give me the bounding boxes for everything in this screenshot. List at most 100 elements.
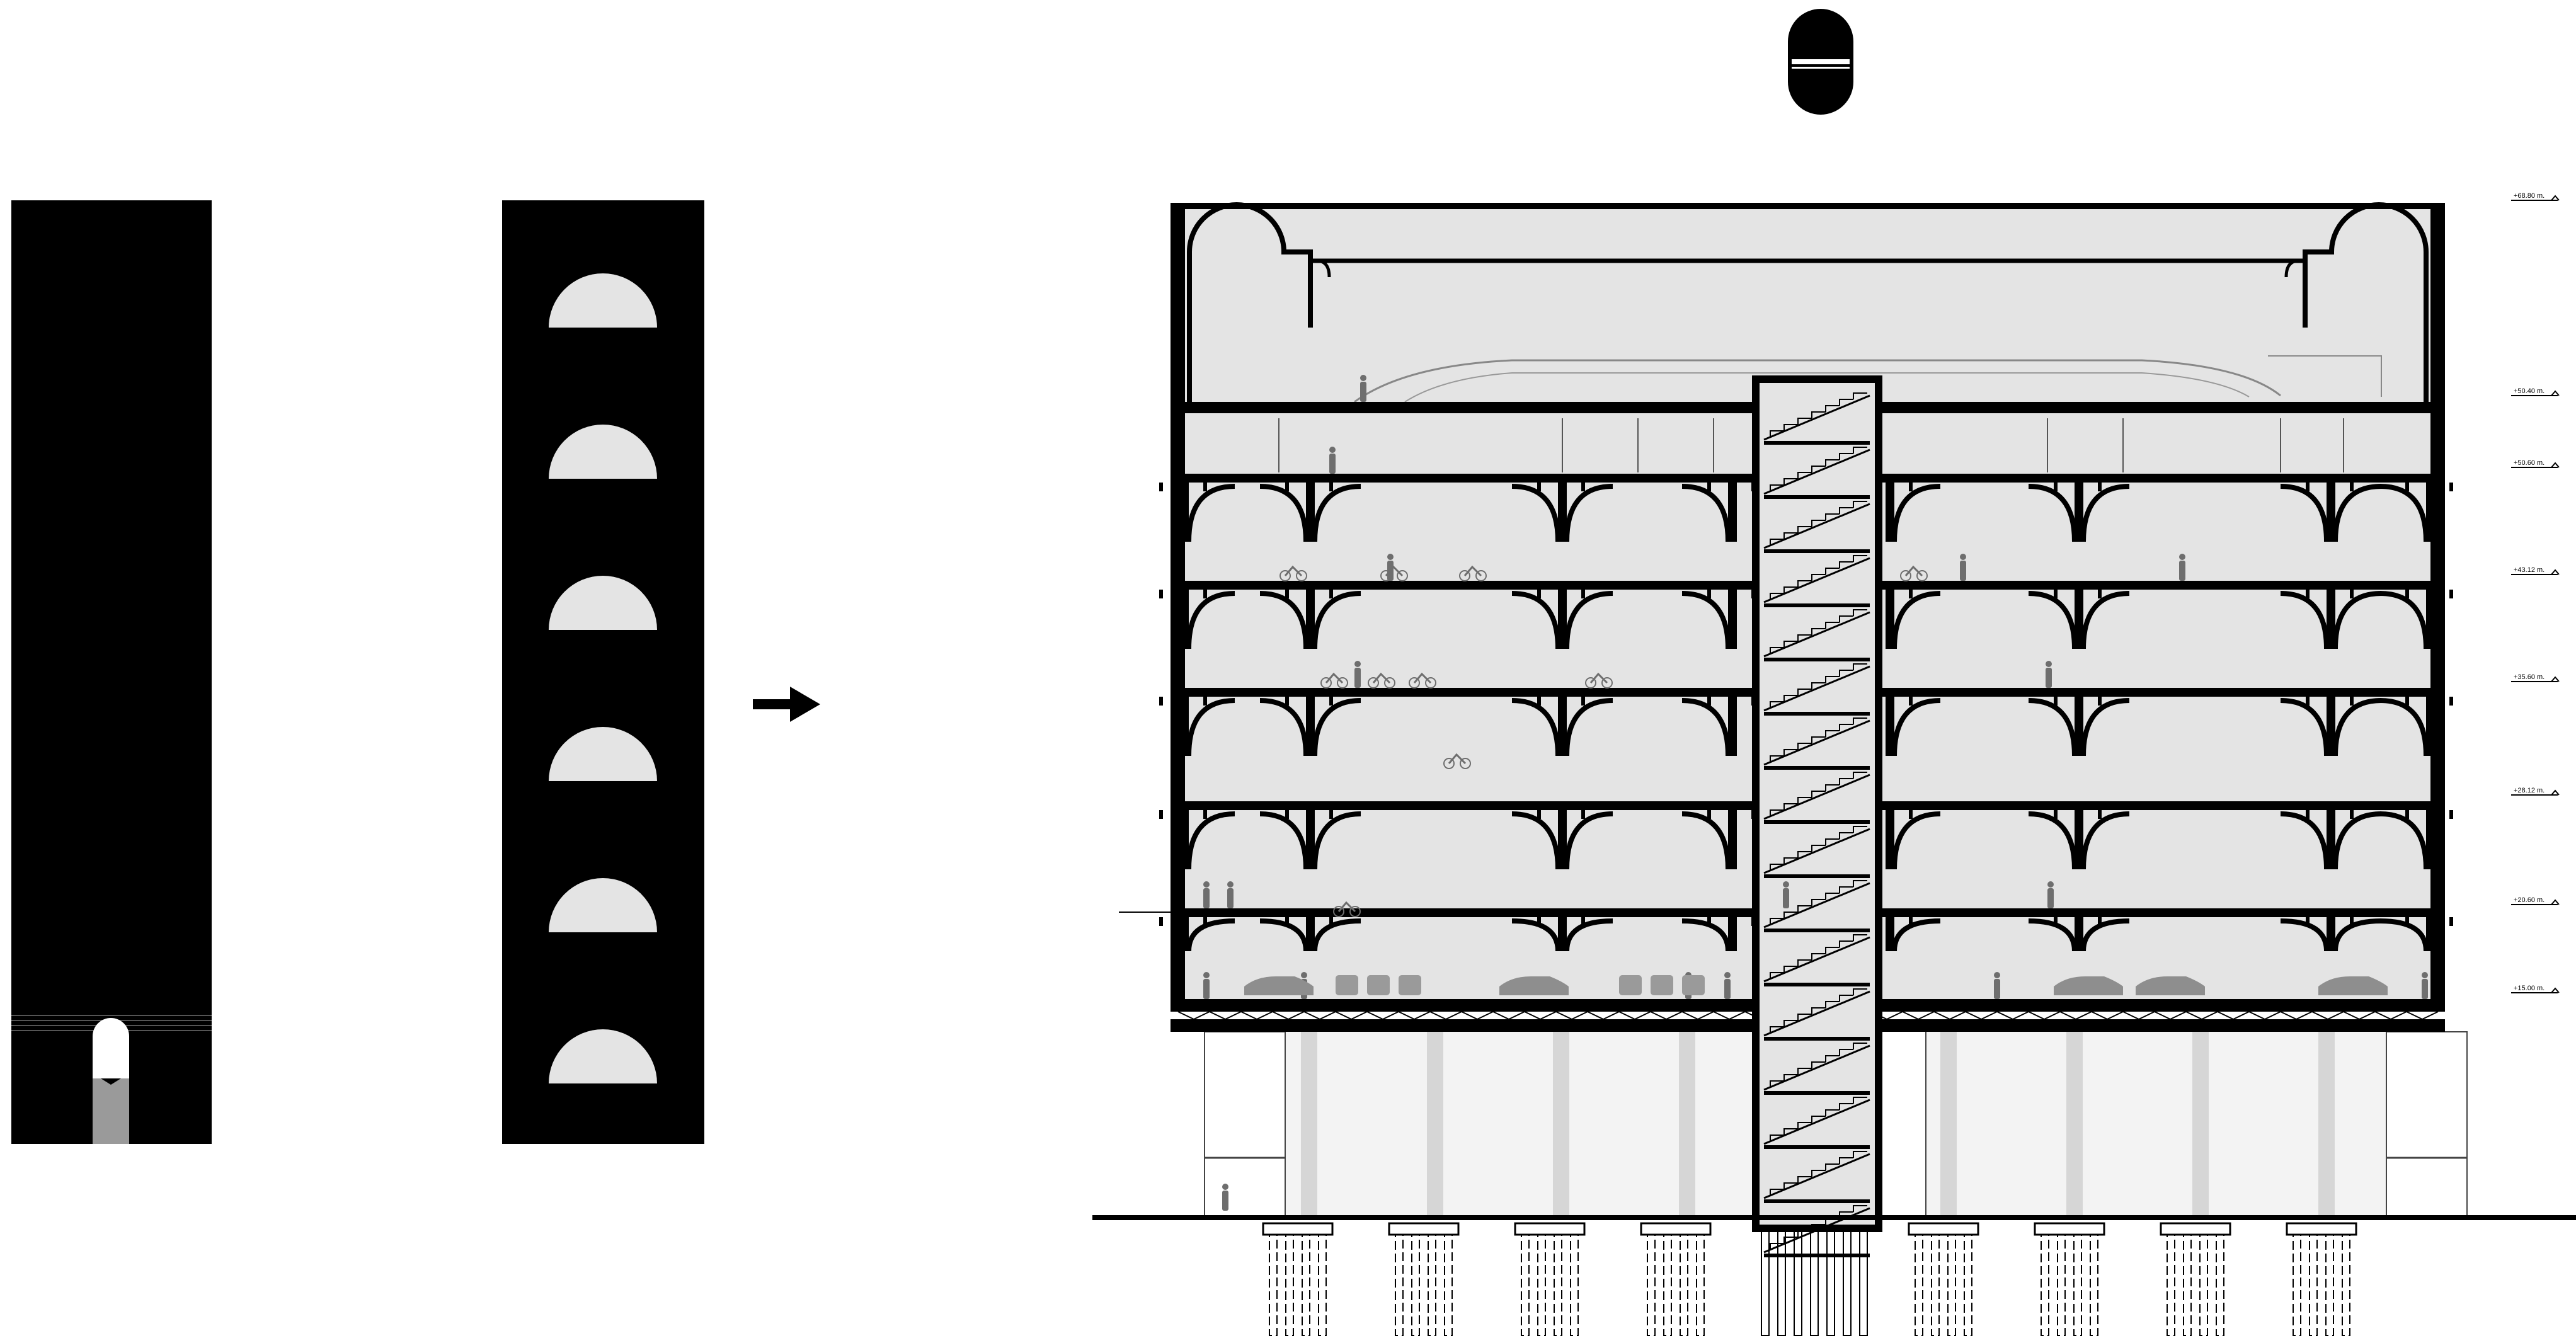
person-figure-body [1227, 888, 1234, 908]
beam-tooth [1559, 697, 1563, 706]
stair-step [1783, 1237, 1798, 1243]
foundation-pile [1444, 1234, 1453, 1336]
bicycle-figure-wheel [1475, 570, 1487, 581]
beam-tooth [2306, 697, 2310, 706]
stair-step [1853, 1205, 1867, 1212]
truss-member [1965, 1011, 1998, 1020]
stair-landing [1764, 712, 1870, 716]
vault-column [1306, 483, 1315, 542]
stair-flight [1763, 774, 1870, 820]
stair-landing [1764, 495, 1870, 499]
person-figure [1387, 554, 1394, 560]
beam-tooth [1729, 697, 1733, 706]
level-marker-label: +50.60 m. [2514, 459, 2545, 467]
stair-landing [1764, 1254, 1870, 1257]
stair-flight [1763, 665, 1870, 712]
beam-tooth [1329, 810, 1333, 819]
truss-member [1335, 1011, 1368, 1020]
beam-tooth [1307, 590, 1311, 598]
bicycle-figure-frame [1413, 672, 1432, 684]
vault-haunch [2333, 484, 2382, 542]
truss-member [1713, 1011, 1746, 1020]
beam-tooth [2328, 590, 2332, 598]
vault-column [2075, 590, 2083, 649]
level-marker-label: +35.60 m. [2514, 673, 2545, 681]
beam-tooth [2306, 917, 2310, 926]
beam-tooth [1159, 917, 1163, 926]
beam-tooth [1159, 483, 1163, 491]
beam-tooth [1307, 697, 1311, 706]
foundation-piles [1262, 1222, 2357, 1336]
foundation-pile [1395, 1234, 1404, 1336]
stair-step [1770, 484, 1784, 491]
beam-tooth [1329, 483, 1333, 491]
level-marker-label: +28.12 m. [2514, 787, 2545, 794]
stair-step [1783, 749, 1798, 756]
vault-haunch [2379, 591, 2429, 649]
stair-step [1825, 1163, 1840, 1170]
stair-flight [1763, 394, 1870, 441]
foundation-pile [1696, 1234, 1705, 1336]
stair-flight [1763, 882, 1870, 929]
vault-haunch [1681, 484, 1731, 542]
beam-tooth [2076, 483, 2080, 491]
vault-column [1728, 810, 1737, 869]
stair-step [1783, 424, 1798, 431]
truss-member [1933, 1011, 1966, 1020]
stair-step [1797, 851, 1812, 858]
vault-haunch [2081, 918, 2130, 952]
stair-step [1811, 736, 1826, 743]
truss-member [2343, 1011, 2376, 1020]
foundation-pile [1964, 1234, 1972, 1336]
vault-column [1306, 697, 1315, 756]
stair-step [1825, 676, 1840, 683]
beam-tooth [1909, 697, 1913, 706]
beam-tooth [1909, 917, 1913, 926]
vault-column [2075, 483, 2083, 542]
foundation-pile [1570, 1234, 1579, 1336]
truss-member [2374, 1011, 2407, 1020]
beam-tooth [1307, 917, 1311, 926]
bicycle-figure-frame [1325, 672, 1344, 684]
beam-tooth [1203, 917, 1207, 926]
beam-tooth [2098, 917, 2102, 926]
vault-haunch [1312, 698, 1361, 757]
beam-tooth [2098, 697, 2102, 706]
beam-tooth [2306, 483, 2310, 491]
level-marker-label: +20.60 m. [2514, 896, 2545, 904]
person-figure [1203, 972, 1210, 978]
level-marker-icon [2551, 899, 2560, 905]
beam-tooth [1159, 810, 1163, 819]
beam-tooth [2350, 590, 2354, 598]
beam-tooth [2054, 917, 2058, 926]
truss-member [1461, 1011, 1494, 1020]
level-marker-icon [2551, 569, 2560, 575]
beam-tooth [2405, 810, 2409, 819]
beam-tooth [1707, 917, 1711, 926]
foundation-pile [2199, 1234, 2208, 1336]
vault-haunch [1511, 918, 1560, 952]
beam-tooth [2405, 697, 2409, 706]
stair-step [1797, 526, 1812, 533]
vault-column [2327, 483, 2335, 542]
stair-step [1825, 784, 1840, 791]
core-pile [1843, 1228, 1852, 1336]
beam-tooth [1887, 483, 1891, 491]
vault-column [1180, 483, 1189, 542]
stair-step [1839, 670, 1853, 677]
foundation-pile [2057, 1234, 2066, 1336]
stair-step [1783, 586, 1798, 593]
truss-member [2028, 1011, 2061, 1020]
foundation-pile [1411, 1234, 1420, 1336]
level-marker-icon [2551, 676, 2560, 682]
beam-tooth [2405, 483, 2409, 491]
stair-flight [1763, 557, 1870, 603]
truss-member [2122, 1011, 2155, 1020]
vehicle-block [1651, 975, 1673, 995]
stair-step [1853, 772, 1867, 779]
person-figure [1994, 972, 2000, 978]
truss-member [1902, 1011, 1935, 1020]
stair-step [1797, 689, 1812, 695]
beam-tooth [2076, 810, 2080, 819]
level-marker-icon [2551, 789, 2560, 796]
